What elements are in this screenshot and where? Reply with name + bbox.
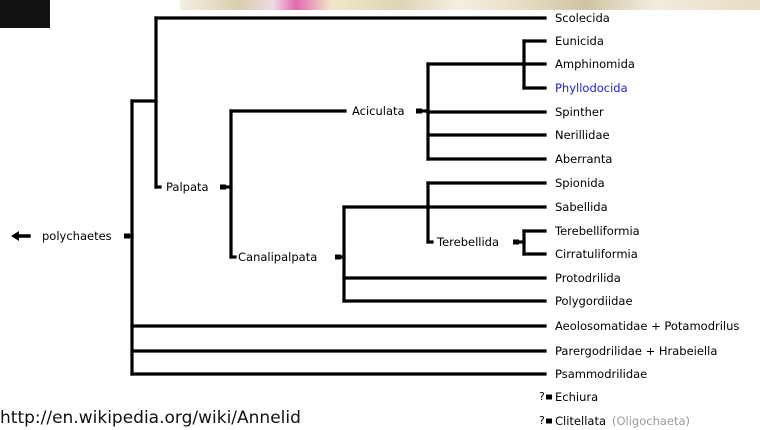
- clitellata-name: Clitellata: [555, 414, 606, 428]
- node-label-canalipalpata[interactable]: Canalipalpata: [238, 250, 318, 264]
- taxon-label-scolecida[interactable]: Scolecida: [555, 11, 610, 25]
- taxon-label-phyllodocida[interactable]: Phyllodocida: [555, 81, 628, 95]
- taxon-label-echiura[interactable]: Echiura: [555, 390, 598, 404]
- taxon-label-cirratuliformia[interactable]: Cirratuliformia: [555, 247, 638, 261]
- taxon-label-sabellida[interactable]: Sabellida: [555, 200, 608, 214]
- corner-dark-block: [0, 0, 50, 28]
- palpata-tick: [220, 184, 226, 190]
- uncertain-marker-echiura: ?: [539, 390, 545, 403]
- taxon-label-parergodrilidae-hrabeiella[interactable]: Parergodrilidae + Hrabeiella: [555, 344, 718, 358]
- node-label-palpata[interactable]: Palpata: [166, 180, 209, 194]
- root-tick: [124, 233, 130, 239]
- clitellata-note: (Oligochaeta): [612, 414, 691, 428]
- taxon-label-nerillidae[interactable]: Nerillidae: [555, 128, 610, 142]
- aciculata-tick: [416, 108, 422, 114]
- taxon-label-psammodrilidae[interactable]: Psammodrilidae: [555, 367, 648, 381]
- taxon-label-protodrilida[interactable]: Protodrilida: [555, 271, 621, 285]
- taxon-label-aberranta[interactable]: Aberranta: [555, 152, 613, 166]
- taxon-label-terebelliformia[interactable]: Terebelliformia: [555, 224, 640, 238]
- taxon-label-spionida[interactable]: Spionida: [555, 176, 605, 190]
- node-label-terebellida[interactable]: Terebellida: [437, 235, 500, 249]
- taxon-label-amphinomida[interactable]: Amphinomida: [555, 57, 635, 71]
- terebellida-tick: [513, 239, 519, 245]
- uncertain-marker-clitellata: ?: [539, 414, 545, 427]
- taxon-label-aeolosomatidae-potamodrilus[interactable]: Aeolosomatidae + Potamodrilus: [555, 319, 740, 333]
- node-label-aciculata[interactable]: Aciculata: [352, 104, 405, 118]
- root-label-polychaetes[interactable]: polychaetes: [42, 229, 112, 243]
- echiura-name: Echiura: [555, 390, 599, 404]
- header-photo-strip: [180, 0, 760, 10]
- taxon-label-eunicida[interactable]: Eunicida: [555, 34, 604, 48]
- source-url-text: http://en.wikipedia.org/wiki/Annelid: [0, 408, 301, 428]
- left-arrow-icon: [11, 231, 19, 241]
- clitellata-stub: [546, 418, 552, 424]
- taxon-label-clitellata[interactable]: Clitellata (Oligochaeta): [555, 414, 690, 428]
- taxon-label-spinther[interactable]: Spinther: [555, 105, 604, 119]
- canalipalpata-tick: [335, 254, 341, 260]
- echiura-stub: [546, 394, 552, 400]
- taxon-label-polygordiidae[interactable]: Polygordiidae: [555, 294, 633, 308]
